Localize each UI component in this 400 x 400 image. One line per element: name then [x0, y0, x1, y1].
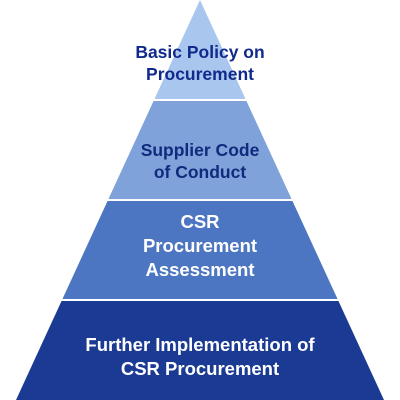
tier-label-line: CSR Procurement [120, 358, 280, 379]
pyramid-tier-supplier-code [108, 100, 292, 200]
tier-label-csr-assessment: CSR Procurement Assessment [0, 210, 400, 282]
tier-label-line: CSR [180, 211, 220, 232]
tier-label-line: Procurement [146, 64, 254, 84]
pyramid-tier-csr-assessment [62, 200, 338, 300]
tier-label-basic-policy: Basic Policy on Procurement [0, 41, 400, 85]
tier-label-line: Procurement [142, 235, 258, 256]
tier-label-supplier-code: Supplier Code of Conduct [0, 139, 400, 183]
tier-label-line: Basic Policy on [135, 42, 265, 62]
pyramid-tier-further-implementation [16, 300, 384, 400]
tier-label-further-implementation: Further Implementation of CSR Procuremen… [0, 333, 400, 381]
tier-label-line: Supplier Code [140, 140, 260, 160]
tier-label-line: of Conduct [153, 162, 247, 182]
pyramid-tier-basic-policy [154, 0, 246, 100]
tier-label-line: Further Implementation of [85, 334, 315, 355]
tier-label-line: Assessment [145, 259, 255, 280]
